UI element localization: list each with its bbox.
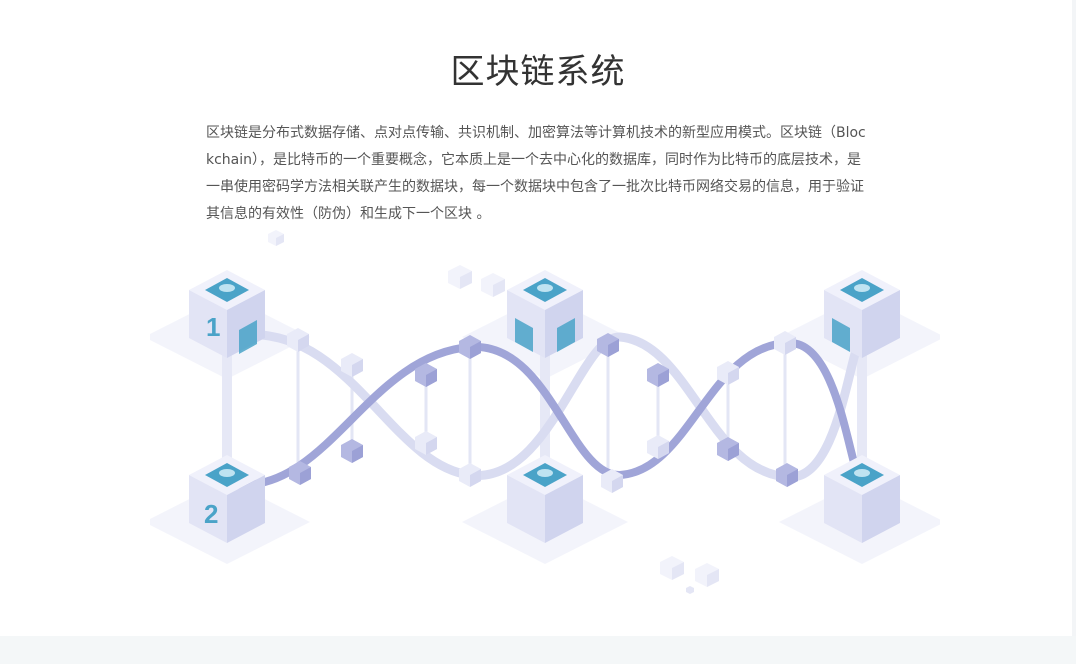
block-cube-top-1: 1 xyxy=(189,270,265,358)
block-cube-bottom-2 xyxy=(507,455,583,543)
block-cube-bottom-1: 2 xyxy=(189,455,265,543)
block-cube-top-2 xyxy=(507,270,583,358)
block-label-2: 2 xyxy=(204,499,218,529)
block-label-1: 1 xyxy=(206,312,220,342)
section-title: 区块链系统 xyxy=(450,52,626,92)
blockchain-illustration: 1 2 xyxy=(150,230,940,594)
pillars xyxy=(222,345,867,485)
section-description: 区块链是分布式数据存储、点对点传输、共识机制、加密算法等计算机技术的新型应用模式… xyxy=(206,125,866,222)
floating-cubes xyxy=(268,230,719,594)
helix-nodes xyxy=(287,328,798,493)
block-cube-bottom-3 xyxy=(824,455,900,543)
footer-band xyxy=(0,636,1076,664)
right-edge-strip xyxy=(1072,0,1076,636)
block-cube-top-3 xyxy=(824,270,900,358)
